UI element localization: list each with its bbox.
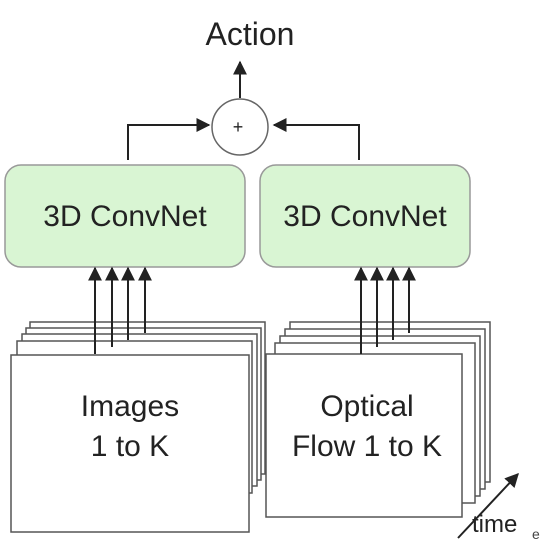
action-label: Action bbox=[205, 16, 295, 52]
optical-flow-front-frame bbox=[265, 353, 463, 518]
images-input-label: Images 1 to K bbox=[10, 387, 250, 467]
images-label-line2: 1 to K bbox=[90, 430, 170, 463]
time-label: time bbox=[472, 511, 518, 538]
optical-flow-input-label: Optical Flow 1 to K bbox=[262, 387, 472, 467]
images-frame-stack bbox=[10, 321, 266, 533]
optical-flow-frame-stack bbox=[265, 321, 491, 518]
sum-symbol: + bbox=[232, 117, 244, 137]
time-arrow bbox=[457, 472, 519, 539]
right-convnet-label: 3D ConvNet bbox=[283, 200, 447, 233]
optical-flow-label-line2: Flow 1 to K bbox=[291, 430, 443, 463]
left-to-sum-arrow bbox=[127, 118, 211, 160]
sum-node bbox=[211, 98, 269, 156]
left-convnet-label: 3D ConvNet bbox=[43, 200, 207, 233]
right-to-sum-arrow bbox=[272, 118, 360, 160]
optical-flow-label-line1: Optical bbox=[320, 390, 414, 423]
right-input-arrows bbox=[354, 266, 416, 354]
images-front-frame bbox=[10, 354, 250, 533]
stray-glyph: e bbox=[532, 526, 540, 542]
images-label-line1: Images bbox=[80, 390, 180, 423]
left-input-arrows bbox=[88, 266, 152, 354]
